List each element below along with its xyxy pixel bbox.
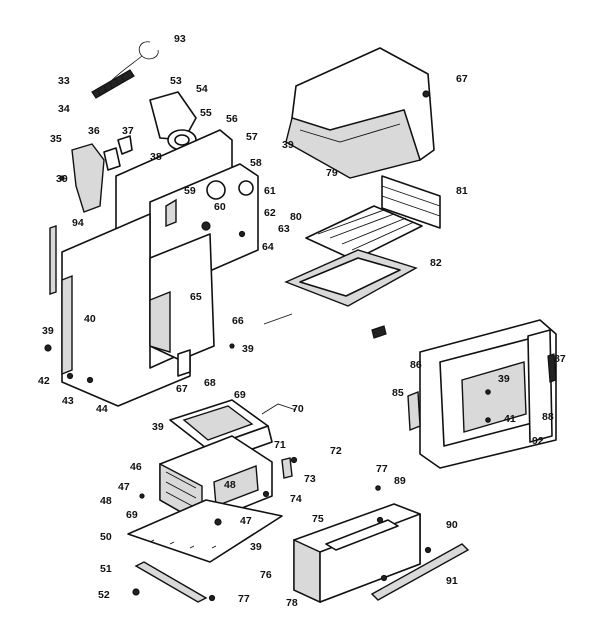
- callout-65: 65: [190, 291, 202, 303]
- callout-86: 86: [410, 359, 422, 371]
- callout-74: 74: [290, 493, 302, 505]
- callout-75: 75: [312, 513, 324, 525]
- callout-77-b: 77: [238, 593, 250, 605]
- callout-61: 61: [264, 185, 276, 197]
- callout-63: 63: [278, 223, 290, 235]
- callout-50: 50: [100, 531, 112, 543]
- callout-48-b: 48: [100, 495, 112, 507]
- callout-69-b: 69: [126, 509, 138, 521]
- callout-88: 88: [542, 411, 554, 423]
- callout-43: 43: [62, 395, 74, 407]
- callout-56: 56: [226, 113, 238, 125]
- callout-67-a: 67: [176, 383, 188, 395]
- coil-part: [91, 69, 135, 99]
- callout-39-d: 39: [282, 139, 294, 151]
- callout-72: 72: [330, 445, 342, 457]
- callout-78: 78: [286, 597, 298, 609]
- bottom-plate-part: [127, 499, 283, 563]
- callout-39-f: 39: [152, 421, 164, 433]
- callout-58: 58: [250, 157, 262, 169]
- callout-39-a: 39: [56, 173, 68, 185]
- callout-47-a: 47: [118, 481, 130, 493]
- callout-90: 90: [446, 519, 458, 531]
- callout-54: 54: [196, 83, 208, 95]
- callout-89: 89: [394, 475, 406, 487]
- callout-53: 53: [170, 75, 182, 87]
- callout-82: 82: [430, 257, 442, 269]
- callout-93: 93: [174, 33, 186, 45]
- rear-shelf-part: [381, 175, 441, 229]
- callout-87: 87: [554, 353, 566, 365]
- callout-44: 44: [96, 403, 108, 415]
- callout-55: 55: [200, 107, 212, 119]
- callout-51: 51: [100, 563, 112, 575]
- callout-80: 80: [290, 211, 302, 223]
- callout-59: 59: [184, 185, 196, 197]
- callout-71: 71: [274, 439, 286, 451]
- side-bracket-part: [71, 143, 105, 213]
- callout-47-b: 47: [240, 515, 252, 527]
- callout-33: 33: [58, 75, 70, 87]
- callout-77-a: 77: [376, 463, 388, 475]
- callout-39-g: 39: [250, 541, 262, 553]
- drawing: [44, 41, 557, 604]
- callout-70: 70: [292, 403, 304, 415]
- callout-48-a: 48: [224, 479, 236, 491]
- callout-52: 52: [98, 589, 110, 601]
- callout-35: 35: [50, 133, 62, 145]
- callout-79: 79: [326, 167, 338, 179]
- callout-85: 85: [392, 387, 404, 399]
- callout-67-b: 67: [456, 73, 468, 85]
- callout-91: 91: [446, 575, 458, 587]
- bracket-part: [149, 91, 197, 141]
- rack-part: [305, 205, 423, 261]
- callout-76: 76: [260, 569, 272, 581]
- callout-34: 34: [58, 103, 70, 115]
- callout-73: 73: [304, 473, 316, 485]
- callout-66: 66: [232, 315, 244, 327]
- callout-42: 42: [38, 375, 50, 387]
- callout-38: 38: [150, 151, 162, 163]
- callout-94: 94: [72, 217, 84, 229]
- callout-92: 92: [532, 435, 544, 447]
- callout-68: 68: [204, 377, 216, 389]
- callout-62: 62: [264, 207, 276, 219]
- callout-57: 57: [246, 131, 258, 143]
- callout-81: 81: [456, 185, 468, 197]
- callout-69-a: 69: [234, 389, 246, 401]
- callout-41: 41: [504, 413, 516, 425]
- callout-64: 64: [262, 241, 274, 253]
- callout-36: 36: [88, 125, 100, 137]
- callout-39-e: 39: [498, 373, 510, 385]
- callout-60: 60: [214, 201, 226, 213]
- callout-40: 40: [84, 313, 96, 325]
- callout-39-b: 39: [42, 325, 54, 337]
- callout-37: 37: [122, 125, 134, 137]
- callouts: 93 33 53 54 34 55 56 35 36 37 38 57 58 5…: [38, 33, 566, 609]
- callout-39-c: 39: [242, 343, 254, 355]
- callout-46: 46: [130, 461, 142, 473]
